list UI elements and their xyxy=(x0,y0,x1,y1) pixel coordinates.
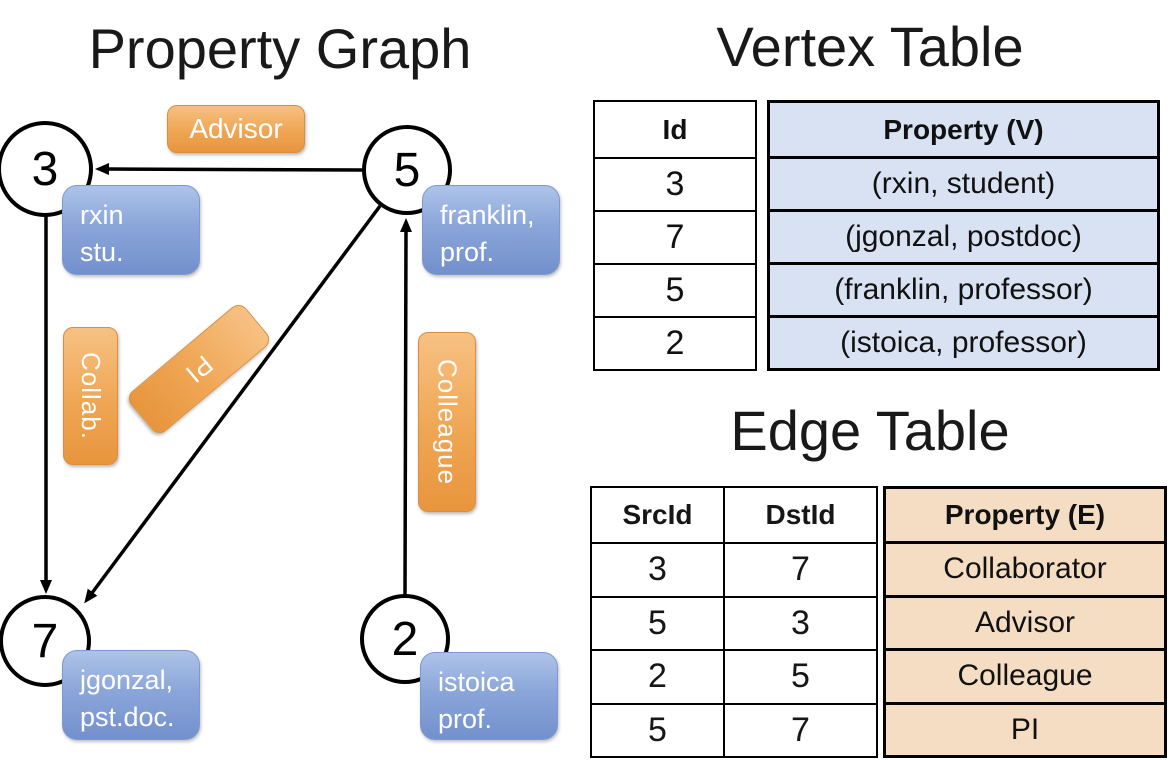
edge-table-src-cell: 2 xyxy=(648,657,667,696)
node-7-id: 7 xyxy=(31,614,59,668)
graph-node-2: 2 xyxy=(360,594,450,684)
edge-table-property-cell: Advisor xyxy=(886,594,1164,648)
franklin-line2: prof. xyxy=(440,237,495,268)
edge-table-src-cell: 5 xyxy=(648,603,667,642)
vertex-table-property-cell: (jgonzal, postdoc) xyxy=(770,209,1157,262)
vertex-label-istoica: istoica prof. xyxy=(420,652,558,740)
advisor-label: Advisor xyxy=(189,113,283,144)
edge-table-header-srcid: SrcId xyxy=(622,499,693,530)
rxin-line1: rxin xyxy=(80,200,124,230)
jgonzal-line1: jgonzal, xyxy=(80,665,174,695)
jgonzal-line2: pst.doc. xyxy=(80,702,175,733)
edge-table-row: 2 5 xyxy=(592,649,876,703)
vertex-table-property-cell: (franklin, professor) xyxy=(770,262,1157,315)
edge-table-dst-cell: 7 xyxy=(723,704,876,756)
node-5-id: 5 xyxy=(393,143,421,197)
edge-label-advisor: Advisor xyxy=(167,105,305,153)
property-graph-title: Property Graph xyxy=(88,17,472,80)
edge-table-title: Edge Table xyxy=(730,399,1010,462)
vertex-table-property-cell: (istoica, professor) xyxy=(770,315,1157,368)
pi-label: PI xyxy=(179,349,220,390)
collab-label: Collab. xyxy=(76,352,106,440)
edge-table-src-cell: 5 xyxy=(648,710,667,749)
istoica-line1: istoica xyxy=(438,667,515,697)
node-2-id: 2 xyxy=(391,612,419,666)
vertex-table-header-property: Property (V) xyxy=(770,103,1157,156)
vertex-table-title: Vertex Table xyxy=(716,15,1024,78)
edge-table-header-dstid: DstId xyxy=(723,488,876,542)
graph-edges xyxy=(40,163,412,604)
vertex-table-id-cell: 5 xyxy=(595,263,755,316)
vertex-table-id-cell: 3 xyxy=(595,157,755,210)
edge-table-row: 5 7 xyxy=(592,702,876,756)
edge-table-dst-cell: 5 xyxy=(723,651,876,703)
vertex-label-franklin: franklin, prof. xyxy=(422,185,560,275)
edge-table-header-property: Property (E) xyxy=(886,489,1164,541)
edge-5-to-7 xyxy=(84,204,382,604)
edge-table-row: 5 3 xyxy=(592,595,876,649)
node-3-id: 3 xyxy=(31,142,59,196)
edge-table-property-cell: Collaborator xyxy=(886,541,1164,595)
franklin-line1: franklin, xyxy=(440,200,535,230)
vertex-table-id-column: Id 3 7 5 2 xyxy=(593,100,757,371)
edge-table-property-cell: PI xyxy=(886,701,1164,755)
vertex-label-rxin: rxin stu. xyxy=(62,185,200,275)
rxin-line2: stu. xyxy=(80,237,124,268)
vertex-table-id-cell: 7 xyxy=(595,210,755,263)
colleague-label: Colleague xyxy=(432,358,463,486)
edge-table-dst-cell: 3 xyxy=(723,597,876,649)
edge-table-property-column: Property (E) Collaborator Advisor Collea… xyxy=(883,486,1167,758)
vertex-table-property-column: Property (V) (rxin, student) (jgonzal, p… xyxy=(767,100,1160,371)
vertex-table-header-id: Id xyxy=(662,113,688,145)
edge-table-property-cell: Colleague xyxy=(886,648,1164,702)
vertex-table-id-cell: 2 xyxy=(595,316,755,369)
edge-5-to-3 xyxy=(95,163,363,176)
edge-table-src-cell: 3 xyxy=(648,550,667,589)
edge-table-row: 3 7 xyxy=(592,542,876,596)
vertex-table-property-cell: (rxin, student) xyxy=(770,156,1157,209)
edge-table-dst-cell: 7 xyxy=(723,544,876,596)
edge-table-id-columns: SrcId DstId 3 7 5 3 2 5 5 7 xyxy=(590,486,878,758)
edge-2-to-5 xyxy=(399,218,412,596)
edge-label-colleague: Colleague xyxy=(418,332,476,512)
edge-table-header-row: SrcId DstId xyxy=(592,488,876,542)
vertex-label-jgonzal: jgonzal, pst.doc. xyxy=(62,650,200,740)
istoica-line2: prof. xyxy=(438,704,493,735)
edge-label-collab: Collab. xyxy=(63,327,118,465)
